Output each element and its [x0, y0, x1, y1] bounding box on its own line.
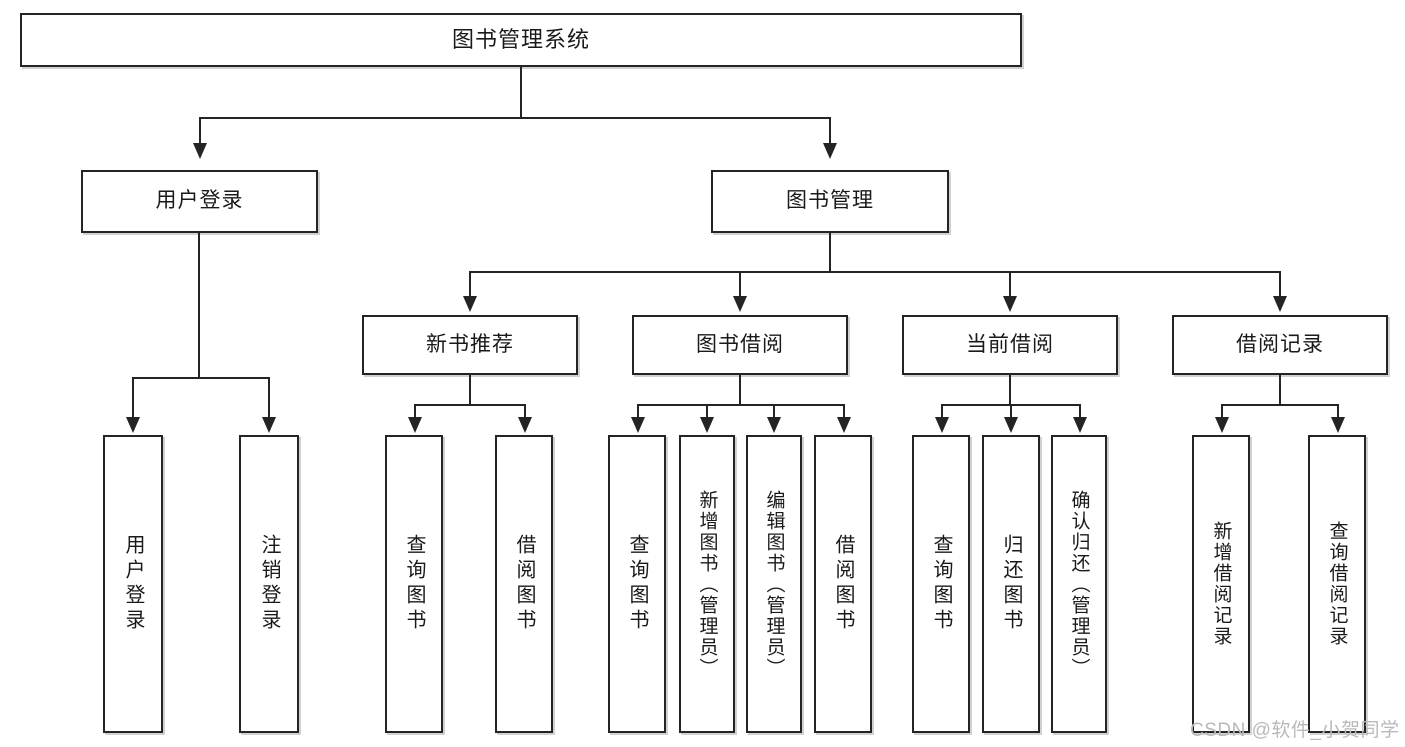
arrowhead-leaf-return-book — [1004, 417, 1018, 433]
node-leaf-edit-book-label: 编辑图书（管理员） — [763, 489, 785, 679]
node-book-borrow[interactable]: 图书借阅 — [632, 315, 848, 375]
arrowhead-current-borrow — [1003, 296, 1017, 312]
arrowhead-leaf-add-record — [1215, 417, 1229, 433]
connector-bb-to-leaf1 — [637, 404, 639, 419]
connector-cb-to-leaf2 — [1010, 404, 1012, 419]
node-leaf-logout[interactable]: 注销登录 — [239, 435, 299, 733]
arrowhead-leaf-query-book-2 — [631, 417, 645, 433]
arrowhead-leaf-borrow-book-2 — [837, 417, 851, 433]
connector-br-stem — [1279, 375, 1281, 404]
node-leaf-user-login-label: 用户登录 — [122, 534, 144, 634]
connector-root-stem — [520, 67, 522, 117]
connector-br-bus — [1221, 404, 1339, 406]
connector-nbr-to-leaf2 — [524, 404, 526, 419]
node-current-borrow-label: 当前借阅 — [966, 332, 1054, 356]
node-leaf-return-book[interactable]: 归还图书 — [982, 435, 1040, 733]
arrowhead-book-borrow — [733, 296, 747, 312]
connector-nbr-to-leaf1 — [414, 404, 416, 419]
node-root-label: 图书管理系统 — [451, 27, 590, 53]
node-leaf-return-book-label: 归还图书 — [1000, 534, 1022, 634]
node-borrow-record[interactable]: 借阅记录 — [1172, 315, 1388, 375]
connector-bb-to-leaf4 — [843, 404, 845, 419]
connector-book-management-bus — [469, 271, 1281, 273]
connector-bb-stem — [739, 375, 741, 404]
connector-bb-bus — [637, 404, 845, 406]
connector-br-to-leaf2 — [1337, 404, 1339, 419]
arrowhead-leaf-query-book-3 — [935, 417, 949, 433]
node-leaf-confirm-return-label: 确认归还（管理员） — [1068, 489, 1090, 679]
arrowhead-borrow-record — [1273, 296, 1287, 312]
node-leaf-query-book-1[interactable]: 查询图书 — [385, 435, 443, 733]
node-leaf-query-record[interactable]: 查询借阅记录 — [1308, 435, 1366, 733]
node-borrow-record-label: 借阅记录 — [1236, 332, 1324, 356]
node-new-book-recommend-label: 新书推荐 — [426, 332, 514, 356]
node-root[interactable]: 图书管理系统 — [20, 13, 1022, 67]
connector-bm-to-new-book-recommend — [469, 271, 471, 298]
connector-user-login-bus — [132, 377, 268, 379]
node-leaf-borrow-book-1[interactable]: 借阅图书 — [495, 435, 553, 733]
arrowhead-leaf-confirm-return — [1073, 417, 1087, 433]
node-user-login-label: 用户登录 — [155, 189, 244, 213]
connector-root-to-user-login — [199, 117, 201, 145]
node-leaf-borrow-book-1-label: 借阅图书 — [513, 534, 535, 634]
node-leaf-query-record-label: 查询借阅记录 — [1326, 521, 1348, 647]
arrowhead-leaf-logout — [262, 417, 276, 433]
arrowhead-leaf-edit-book — [767, 417, 781, 433]
connector-br-to-leaf1 — [1221, 404, 1223, 419]
connector-nbr-bus — [414, 404, 526, 406]
node-leaf-edit-book[interactable]: 编辑图书（管理员） — [746, 435, 802, 733]
arrowhead-new-book-recommend — [463, 296, 477, 312]
node-leaf-add-record-label: 新增借阅记录 — [1210, 521, 1232, 647]
connector-nbr-stem — [469, 375, 471, 404]
connector-bm-to-borrow-record — [1279, 271, 1281, 298]
connector-bm-to-book-borrow — [739, 271, 741, 298]
connector-bm-to-current-borrow — [1009, 271, 1011, 298]
node-book-management-label: 图书管理 — [786, 189, 874, 213]
node-leaf-user-login[interactable]: 用户登录 — [103, 435, 163, 733]
connector-user-login-to-leaf1 — [132, 377, 134, 419]
node-leaf-logout-label: 注销登录 — [258, 534, 280, 634]
node-leaf-borrow-book-2[interactable]: 借阅图书 — [814, 435, 872, 733]
connector-root-bus — [199, 117, 831, 119]
connector-cb-stem — [1009, 375, 1011, 404]
arrowhead-book-management — [823, 143, 837, 159]
arrowhead-user-login — [193, 143, 207, 159]
arrowhead-leaf-user-login — [126, 417, 140, 433]
connector-cb-to-leaf1 — [941, 404, 943, 419]
node-leaf-query-book-2-label: 查询图书 — [626, 534, 648, 634]
node-current-borrow[interactable]: 当前借阅 — [902, 315, 1118, 375]
node-leaf-add-record[interactable]: 新增借阅记录 — [1192, 435, 1250, 733]
connector-book-management-stem — [829, 233, 831, 271]
node-leaf-query-book-1-label: 查询图书 — [403, 534, 425, 634]
node-leaf-query-book-3-label: 查询图书 — [930, 534, 952, 634]
node-leaf-confirm-return[interactable]: 确认归还（管理员） — [1051, 435, 1107, 733]
node-book-borrow-label: 图书借阅 — [696, 332, 784, 356]
connector-user-login-to-leaf2 — [268, 377, 270, 419]
arrowhead-leaf-borrow-book-1 — [518, 417, 532, 433]
connector-user-login-stem — [198, 233, 200, 377]
node-leaf-add-book-label: 新增图书（管理员） — [696, 489, 718, 679]
connector-cb-to-leaf3 — [1079, 404, 1081, 419]
node-leaf-query-book-3[interactable]: 查询图书 — [912, 435, 970, 733]
arrowhead-leaf-query-record — [1331, 417, 1345, 433]
arrowhead-leaf-add-book — [700, 417, 714, 433]
node-leaf-borrow-book-2-label: 借阅图书 — [832, 534, 854, 634]
connector-bb-to-leaf2 — [706, 404, 708, 419]
node-new-book-recommend[interactable]: 新书推荐 — [362, 315, 578, 375]
node-book-management[interactable]: 图书管理 — [711, 170, 949, 233]
node-user-login[interactable]: 用户登录 — [81, 170, 318, 233]
arrowhead-leaf-query-book-1 — [408, 417, 422, 433]
node-leaf-query-book-2[interactable]: 查询图书 — [608, 435, 666, 733]
connector-root-to-book-management — [829, 117, 831, 145]
node-leaf-add-book[interactable]: 新增图书（管理员） — [679, 435, 735, 733]
connector-bb-to-leaf3 — [773, 404, 775, 419]
